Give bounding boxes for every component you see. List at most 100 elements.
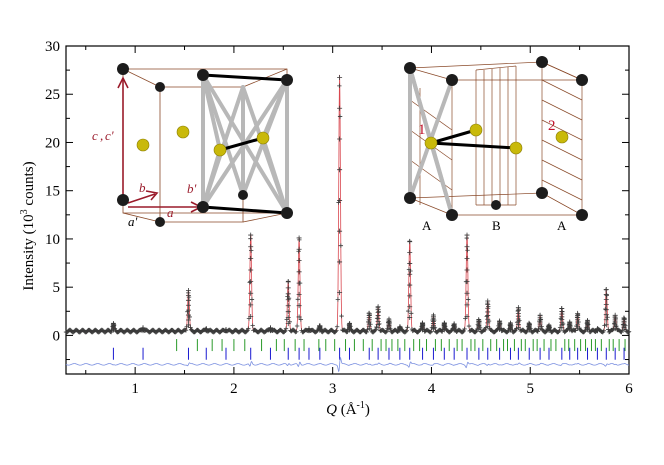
observed-peak-point [296,269,302,275]
observed-peak-point [407,271,413,277]
atom-yellow [213,143,227,157]
y-tick-label: 25 [45,87,60,103]
label-a: a [167,205,174,220]
observed-peak-point [306,326,312,332]
observed-point [295,297,301,302]
atom-black [536,56,548,68]
observed-peak-point [497,318,503,324]
label-site-2: 2 [548,118,556,134]
label-comma: , [100,128,103,143]
atom-black [446,209,458,221]
observed-point [334,328,339,333]
label-layer-a-left: A [422,218,432,233]
observed-point [535,329,541,334]
observed-point [543,329,549,334]
reflection-markers-phase-1 [176,339,626,352]
observed-peak-point [296,314,302,320]
observed-point [188,325,193,330]
label-c-prime: c' [105,128,114,143]
x-axis-label: Q (Å-1) [326,400,370,418]
observed-peak-point [407,282,413,288]
label-c: c [92,128,98,143]
observed-peak-point [603,302,609,308]
atom-black [281,74,293,86]
label-site-1: 1 [418,122,426,138]
observed-peak-point [296,258,302,264]
observed-peak-point [430,313,436,319]
plot-border [65,45,630,375]
observed-peak-point [337,259,343,265]
observed-peak-point [337,75,343,81]
observed-peak-point [464,279,470,285]
observed-peak-point [337,105,343,111]
atom-black [491,200,501,210]
observed-peak-point [603,297,609,303]
observed-peak-point [464,267,470,273]
observed-peak-point [441,320,447,326]
observed-peak-point [420,320,426,326]
atom-black [155,217,165,227]
observed-peak-point [337,136,343,142]
observed-peak-point [285,315,291,321]
y-tick-label: 30 [45,39,60,55]
y-tick-label: 5 [53,280,61,296]
atom-black [155,82,165,92]
observed-peak-point [397,324,403,330]
observed-point [408,268,413,274]
x-tick-label: 3 [329,381,337,397]
observed-peak-point [285,303,291,309]
calculated-line [66,74,629,332]
observed-point [606,327,611,332]
observed-point [364,329,369,335]
atom-yellow [176,125,190,139]
observed-point [604,293,609,298]
observed-peak-point [603,317,609,323]
lattice-vectors [117,76,203,213]
atom-black [446,74,458,86]
observed-peak-point [185,312,191,318]
observed-point [406,308,411,314]
difference-curve [65,356,630,373]
observed-peak-point [185,317,191,323]
atom-yellow [424,136,438,150]
atom-yellow [469,123,483,137]
observed-peak-point [603,312,609,318]
plot-frame [65,45,630,375]
observed-peak-point [285,285,291,291]
observed-point [603,306,608,312]
observed-peak-point [464,244,470,250]
difference-line [65,356,630,373]
observed-peak-point [464,302,470,308]
observed-peak-point [407,250,413,256]
observed-point [556,329,561,335]
observed-points [63,75,632,335]
black-bonds [201,73,289,215]
label-layer-b: B [492,218,501,233]
observed-peak-point [507,321,513,327]
observed-peak-point [559,306,565,312]
atom-black [576,209,588,221]
y-tick-label: 10 [45,232,60,248]
observed-peak-point [585,318,591,324]
observed-peak-point [185,302,191,308]
observed-point [583,328,588,333]
observed-point [573,328,578,333]
observed-peak-point [464,232,470,238]
crystal-structure-inset-right: 1 2 A B A [404,56,588,233]
observed-point [512,328,518,334]
label-b-prime: b' [187,181,197,196]
atom-yellow [555,130,569,144]
observed-point [250,323,255,328]
observed-point [404,328,409,333]
label-a-prime: a' [128,214,138,229]
observed-peak-point [248,255,254,261]
x-tick-label: 1 [131,381,139,397]
observed-peak-point [296,291,302,297]
observed-point [383,329,389,335]
observed-point [247,280,252,285]
observed-peak-point [185,297,191,303]
observed-peak-point [546,323,552,329]
